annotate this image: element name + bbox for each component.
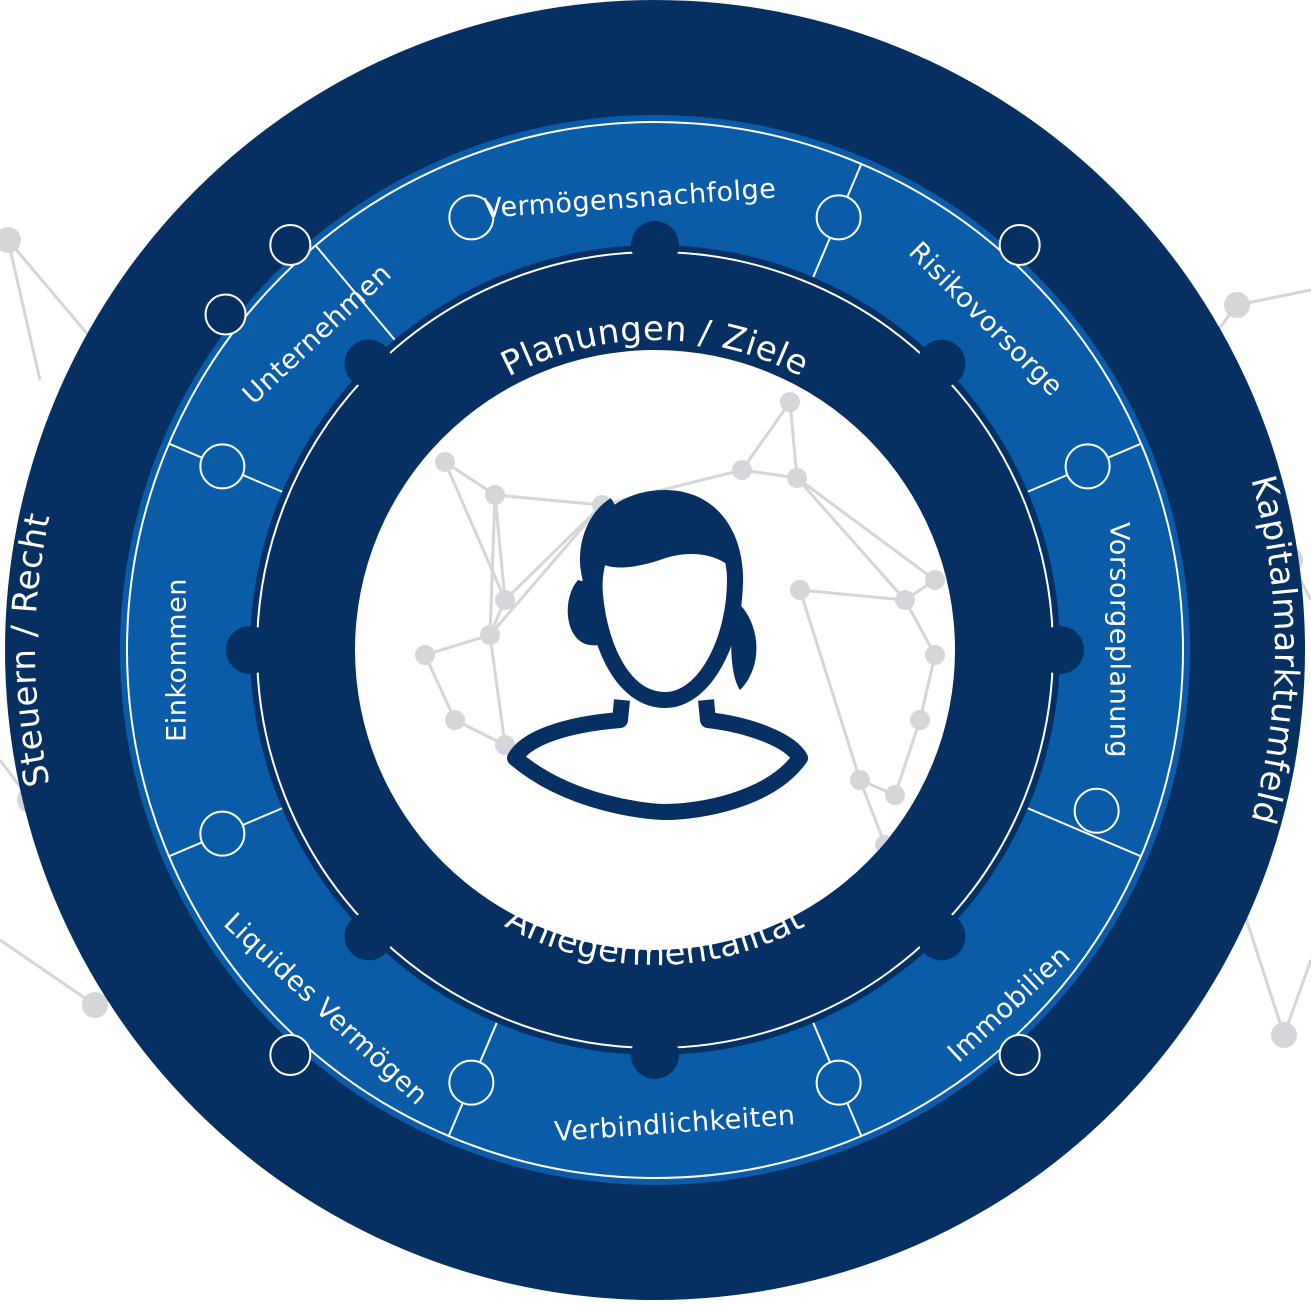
network-edge — [795, 477, 907, 601]
network-edge — [903, 599, 937, 656]
network-node — [925, 645, 945, 665]
puzzle-notch — [1073, 787, 1120, 834]
network-node — [787, 468, 807, 488]
network-edge — [798, 589, 862, 781]
puzzle-tab — [204, 293, 247, 336]
network-edge — [424, 633, 491, 657]
inner-ring-knob — [226, 626, 274, 674]
puzzle-notch — [448, 194, 495, 241]
network-edge — [858, 779, 887, 846]
network-node — [790, 580, 810, 600]
puzzle-notch — [448, 1059, 495, 1106]
middle-ring-outline — [126, 121, 1184, 1179]
network-node — [850, 770, 870, 790]
puzzle-notch — [815, 194, 862, 241]
network-node — [780, 392, 800, 412]
inner-ring-knob — [1036, 626, 1084, 674]
network-node — [895, 590, 915, 610]
network-edge — [443, 461, 507, 601]
puzzle-notch — [199, 443, 246, 490]
puzzle-notch — [815, 1059, 862, 1106]
puzzle-notch — [1064, 443, 1111, 490]
network-node — [0, 227, 21, 253]
network-edge — [6, 239, 42, 381]
network-edge — [1282, 959, 1311, 1036]
network-node — [495, 590, 515, 610]
network-node — [925, 570, 945, 590]
inner-ring-knob — [344, 912, 393, 961]
network-edge — [503, 503, 604, 602]
network-edge — [918, 654, 937, 721]
inner-ring-knobs — [226, 221, 1084, 1079]
network-edge — [423, 654, 457, 721]
puzzle-tab — [269, 1034, 312, 1077]
inner-ring-knob — [917, 339, 966, 388]
network-edge — [0, 938, 96, 1007]
network-node — [885, 785, 905, 805]
network-edge — [494, 493, 603, 507]
segment-separator — [314, 244, 396, 341]
network-edge — [493, 494, 507, 601]
network-node — [485, 485, 505, 505]
network-node — [1224, 292, 1250, 318]
network-edge — [788, 401, 799, 479]
network-edge — [740, 401, 792, 471]
network-node — [480, 625, 500, 645]
network-edge — [488, 494, 497, 636]
puzzle-tab — [998, 1034, 1041, 1077]
inner-ring-knob — [344, 339, 393, 388]
network-edge — [799, 588, 906, 602]
network-edge — [1238, 899, 1286, 1036]
network-node — [1271, 1022, 1297, 1048]
network-node — [495, 735, 515, 755]
person-hair-icon — [567, 490, 757, 690]
network-edge — [796, 476, 936, 582]
network-node — [445, 710, 465, 730]
network-node — [82, 992, 108, 1018]
inner-ring-knob — [631, 1031, 679, 1079]
center-circle — [355, 350, 955, 950]
network-node — [435, 452, 455, 472]
network-edge — [893, 719, 922, 796]
network-node — [415, 645, 435, 665]
puzzle-notch — [199, 810, 246, 857]
puzzle-tab — [269, 223, 312, 266]
inner-ring-knob — [917, 912, 966, 961]
network-edge — [488, 504, 604, 636]
network-node — [910, 710, 930, 730]
segment-label-einkommen: Einkommen — [162, 578, 193, 742]
puzzle-tab — [998, 223, 1041, 266]
network-node — [732, 460, 752, 480]
network-edge — [488, 634, 507, 746]
segment-label-vorsorgeplanung: Vorsorgeplanung — [1104, 522, 1135, 758]
segment-separators — [168, 163, 1142, 1137]
segment-separator — [1027, 807, 1142, 858]
inner-ring-knob — [631, 221, 679, 269]
